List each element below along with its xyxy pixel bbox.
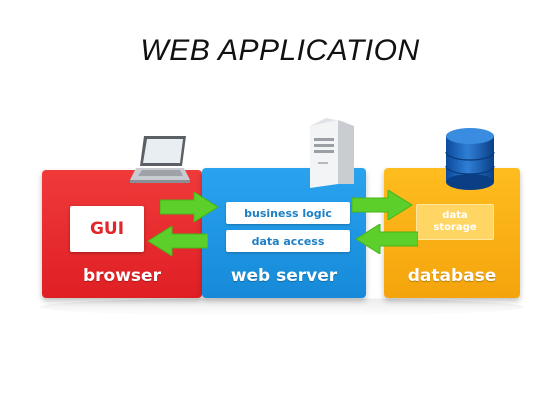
arrow-browser-to-server (160, 192, 219, 222)
arrow-server-to-browser (147, 226, 208, 256)
web-server-label: web server (230, 266, 338, 286)
web-server-panel: business logic data access web server (202, 168, 366, 298)
data-access-box: data access (226, 230, 350, 252)
browser-label: browser (83, 266, 161, 286)
database-cylinder-icon (445, 128, 495, 190)
data-storage-box: data storage (416, 204, 494, 240)
business-logic-box: business logic (226, 202, 350, 224)
laptop-icon (130, 136, 190, 183)
data-storage-line2: storage (433, 222, 477, 233)
business-logic-label: business logic (244, 206, 332, 220)
gui-box: GUI (70, 206, 144, 252)
database-label: database (407, 266, 497, 286)
arrow-database-to-server (355, 224, 418, 254)
page-title: WEB APPLICATION (140, 34, 420, 67)
server-tower-icon (310, 118, 354, 188)
data-access-label: data access (251, 234, 325, 248)
arrow-server-to-database (352, 190, 413, 220)
gui-label: GUI (89, 219, 125, 239)
data-storage-line1: data (442, 210, 468, 221)
shadow-floor (40, 298, 524, 316)
